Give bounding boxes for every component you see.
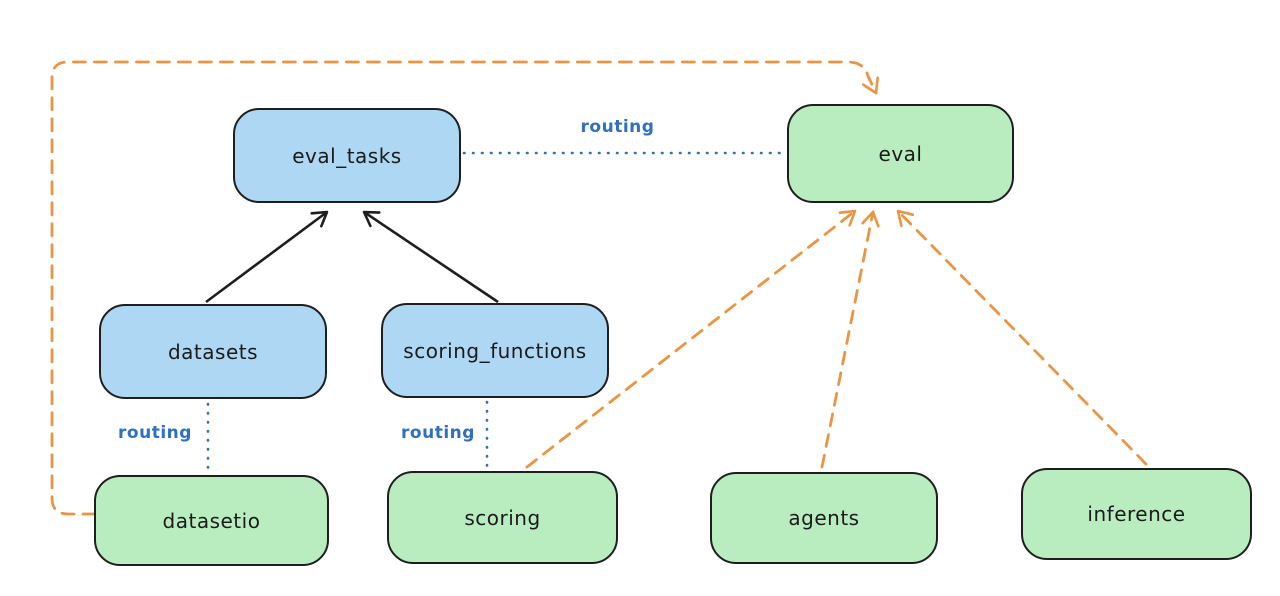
edge-datasetio-to-eval-loop: [50, 60, 880, 516]
node-datasetio-label: datasetio: [162, 508, 261, 533]
edge-label-routing-scoring: routing: [401, 423, 475, 443]
node-eval: eval: [787, 104, 1014, 203]
edge-scoring-to-eval: [525, 209, 857, 469]
node-eval-label: eval: [878, 141, 923, 166]
edge-label-routing-datasets: routing: [118, 423, 192, 443]
node-scoring-label: scoring: [464, 505, 541, 530]
edge-datasets-to-eval-tasks: [205, 210, 329, 304]
node-datasets-label: datasets: [167, 339, 259, 364]
node-scoring-functions: scoring_functions: [381, 303, 609, 398]
node-eval-tasks: eval_tasks: [233, 108, 461, 203]
node-inference: inference: [1021, 468, 1252, 560]
node-agents-label: agents: [788, 506, 860, 530]
node-eval-tasks-label: eval_tasks: [292, 143, 402, 168]
node-agents: agents: [710, 472, 938, 564]
node-scoring: scoring: [387, 471, 618, 564]
node-inference-label: inference: [1087, 502, 1186, 526]
edge-inference-to-eval: [896, 209, 1148, 466]
node-datasets: datasets: [99, 304, 327, 399]
node-datasetio: datasetio: [94, 475, 329, 566]
edge-agents-to-eval: [820, 210, 880, 469]
edge-label-routing-top: routing: [580, 117, 655, 137]
node-scoring-functions-label: scoring_functions: [403, 338, 587, 363]
edge-scoring-functions-to-eval-tasks: [362, 210, 499, 304]
